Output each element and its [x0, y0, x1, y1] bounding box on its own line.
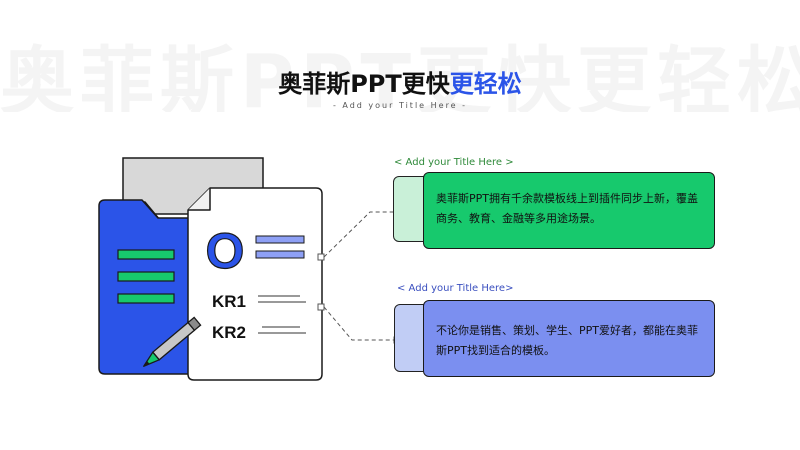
- document-sheet: [187, 187, 323, 381]
- card-1-box: 奥菲斯PPT拥有千余款模板线上到插件同步上新，覆盖商务、教育、金融等多用途场景。: [423, 172, 715, 249]
- folder-line-2: [117, 271, 175, 282]
- pencil-icon: [143, 316, 202, 367]
- card-1-text: 奥菲斯PPT拥有千余款模板线上到插件同步上新，覆盖商务、教育、金融等多用途场景。: [436, 192, 698, 225]
- card-2-label: < Add your Title Here>: [397, 283, 514, 294]
- folder-line-3: [117, 293, 175, 304]
- objective-bar-1: [255, 235, 305, 244]
- document-fold: [188, 188, 211, 211]
- card-2-box: 不论你是销售、策划、学生、PPT爱好者，都能在奥菲斯PPT找到适合的模板。: [423, 300, 715, 377]
- card-1-label: < Add your Title Here >: [394, 157, 514, 168]
- background-watermark: 奥菲斯PPT更快更轻松: [0, 39, 800, 112]
- folder-front: [98, 199, 203, 375]
- page-subtitle: - Add your Title Here -: [332, 101, 468, 110]
- objective-letter: O: [206, 223, 245, 279]
- objective-bar-2: [255, 250, 305, 259]
- page-title: 奥菲斯PPT更快更轻松: [0, 64, 800, 99]
- kr1-label: KR1: [212, 292, 246, 311]
- kr2-label: KR2: [212, 323, 246, 342]
- connector-line-1: [323, 211, 396, 258]
- connector-line-2: [323, 306, 396, 341]
- title-accent: 更轻松: [449, 70, 522, 98]
- folder-line-1: [117, 249, 175, 260]
- title-main: 奥菲斯PPT更快: [278, 70, 450, 98]
- card-2-text: 不论你是销售、策划、学生、PPT爱好者，都能在奥菲斯PPT找到适合的模板。: [436, 324, 698, 357]
